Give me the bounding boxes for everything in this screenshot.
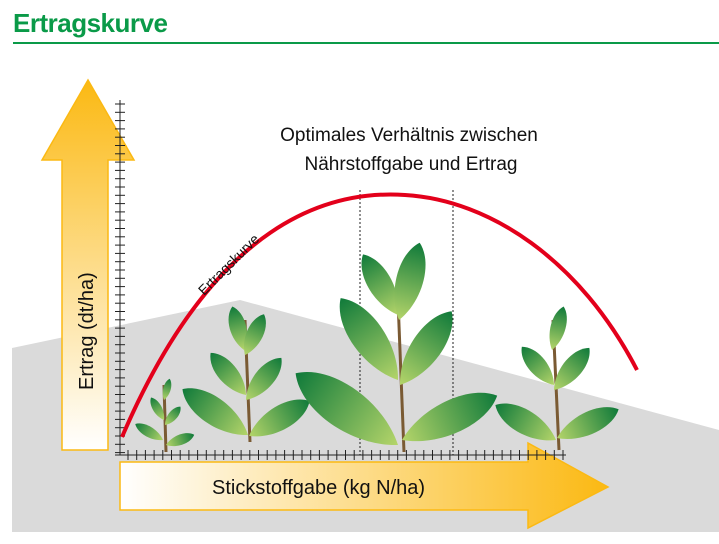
leaf bbox=[182, 388, 248, 436]
optimum-label-line1: Optimales Verhältnis zwischen bbox=[280, 125, 538, 146]
leaf bbox=[394, 242, 426, 320]
leaf bbox=[135, 423, 163, 441]
leaf bbox=[244, 314, 266, 355]
yield-arrow bbox=[40, 78, 136, 451]
leaf bbox=[399, 311, 453, 385]
leaf bbox=[361, 254, 399, 315]
x-axis-label: Stickstoffgabe (kg N/ha) bbox=[212, 477, 425, 499]
leaf bbox=[557, 407, 619, 439]
yield-curve bbox=[120, 192, 639, 438]
leaf bbox=[210, 352, 246, 395]
leaf bbox=[228, 306, 248, 350]
leaf bbox=[339, 298, 399, 380]
axes bbox=[115, 100, 566, 460]
leaf bbox=[166, 433, 195, 447]
leaf bbox=[521, 346, 554, 385]
leaf bbox=[554, 347, 590, 390]
leaf bbox=[162, 378, 172, 400]
leaf bbox=[246, 357, 282, 400]
leaf bbox=[495, 403, 556, 441]
y-axis-label: Ertrag (dt/ha) bbox=[76, 272, 98, 390]
leaf bbox=[295, 372, 398, 446]
title-underline bbox=[13, 42, 719, 44]
optimum-label-line2: Nährstoffgabe und Ertrag bbox=[304, 154, 517, 175]
leaf bbox=[165, 406, 181, 425]
leaf bbox=[549, 306, 567, 350]
leaf bbox=[150, 397, 165, 420]
page-title: Ertragskurve bbox=[13, 8, 168, 38]
leaf bbox=[402, 392, 498, 442]
curve-label: Ertragskurve bbox=[195, 231, 263, 299]
leaf bbox=[249, 399, 310, 437]
plants bbox=[135, 242, 619, 453]
